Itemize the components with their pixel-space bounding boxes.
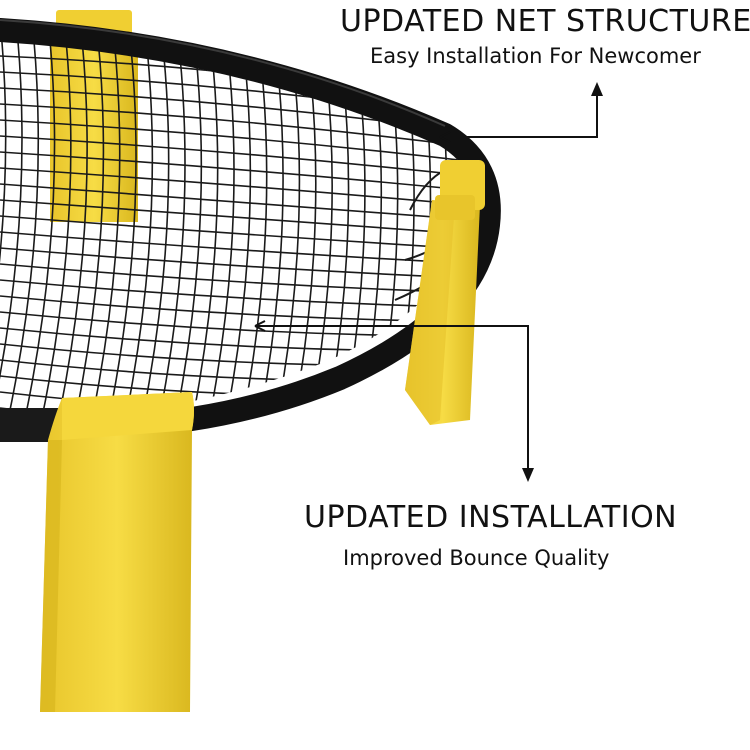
net-strand — [372, 40, 399, 420]
net-strand — [0, 263, 466, 294]
net-strand — [2, 40, 40, 420]
net-strand — [0, 279, 466, 309]
net-strand — [137, 40, 170, 420]
net-strand — [187, 40, 219, 420]
frame-rim-highlight — [0, 19, 446, 127]
net-strand — [0, 247, 466, 280]
installation-pointer — [254, 320, 529, 470]
arrow-up-icon — [591, 82, 603, 96]
right-leg — [405, 160, 485, 425]
net-strand — [0, 40, 7, 420]
net-strand — [0, 40, 23, 420]
installation-subtitle: Improved Bounce Quality — [343, 546, 610, 570]
net-strand — [53, 40, 88, 420]
net-strand — [120, 40, 154, 420]
net-strand — [0, 103, 466, 149]
net-structure-subtitle: Easy Installation For Newcomer — [370, 44, 701, 68]
arrow-down-icon — [522, 468, 534, 482]
net-strand — [170, 40, 203, 420]
net-strand — [0, 215, 466, 251]
net-strand — [0, 199, 466, 236]
net-strand — [19, 40, 56, 420]
net-strand — [36, 40, 72, 420]
front-leg — [40, 392, 194, 712]
net-strand — [86, 40, 121, 420]
net-strand — [154, 40, 186, 420]
net-strand — [70, 40, 105, 420]
net-structure-pointer — [439, 93, 598, 143]
frame-rim — [0, 18, 501, 440]
net-strand — [103, 40, 137, 420]
installation-title: UPDATED INSTALLATION — [304, 500, 678, 535]
net-structure-title: UPDATED NET STRUCTURE — [340, 4, 750, 39]
net-strand — [0, 119, 466, 164]
net-strand — [0, 231, 466, 265]
